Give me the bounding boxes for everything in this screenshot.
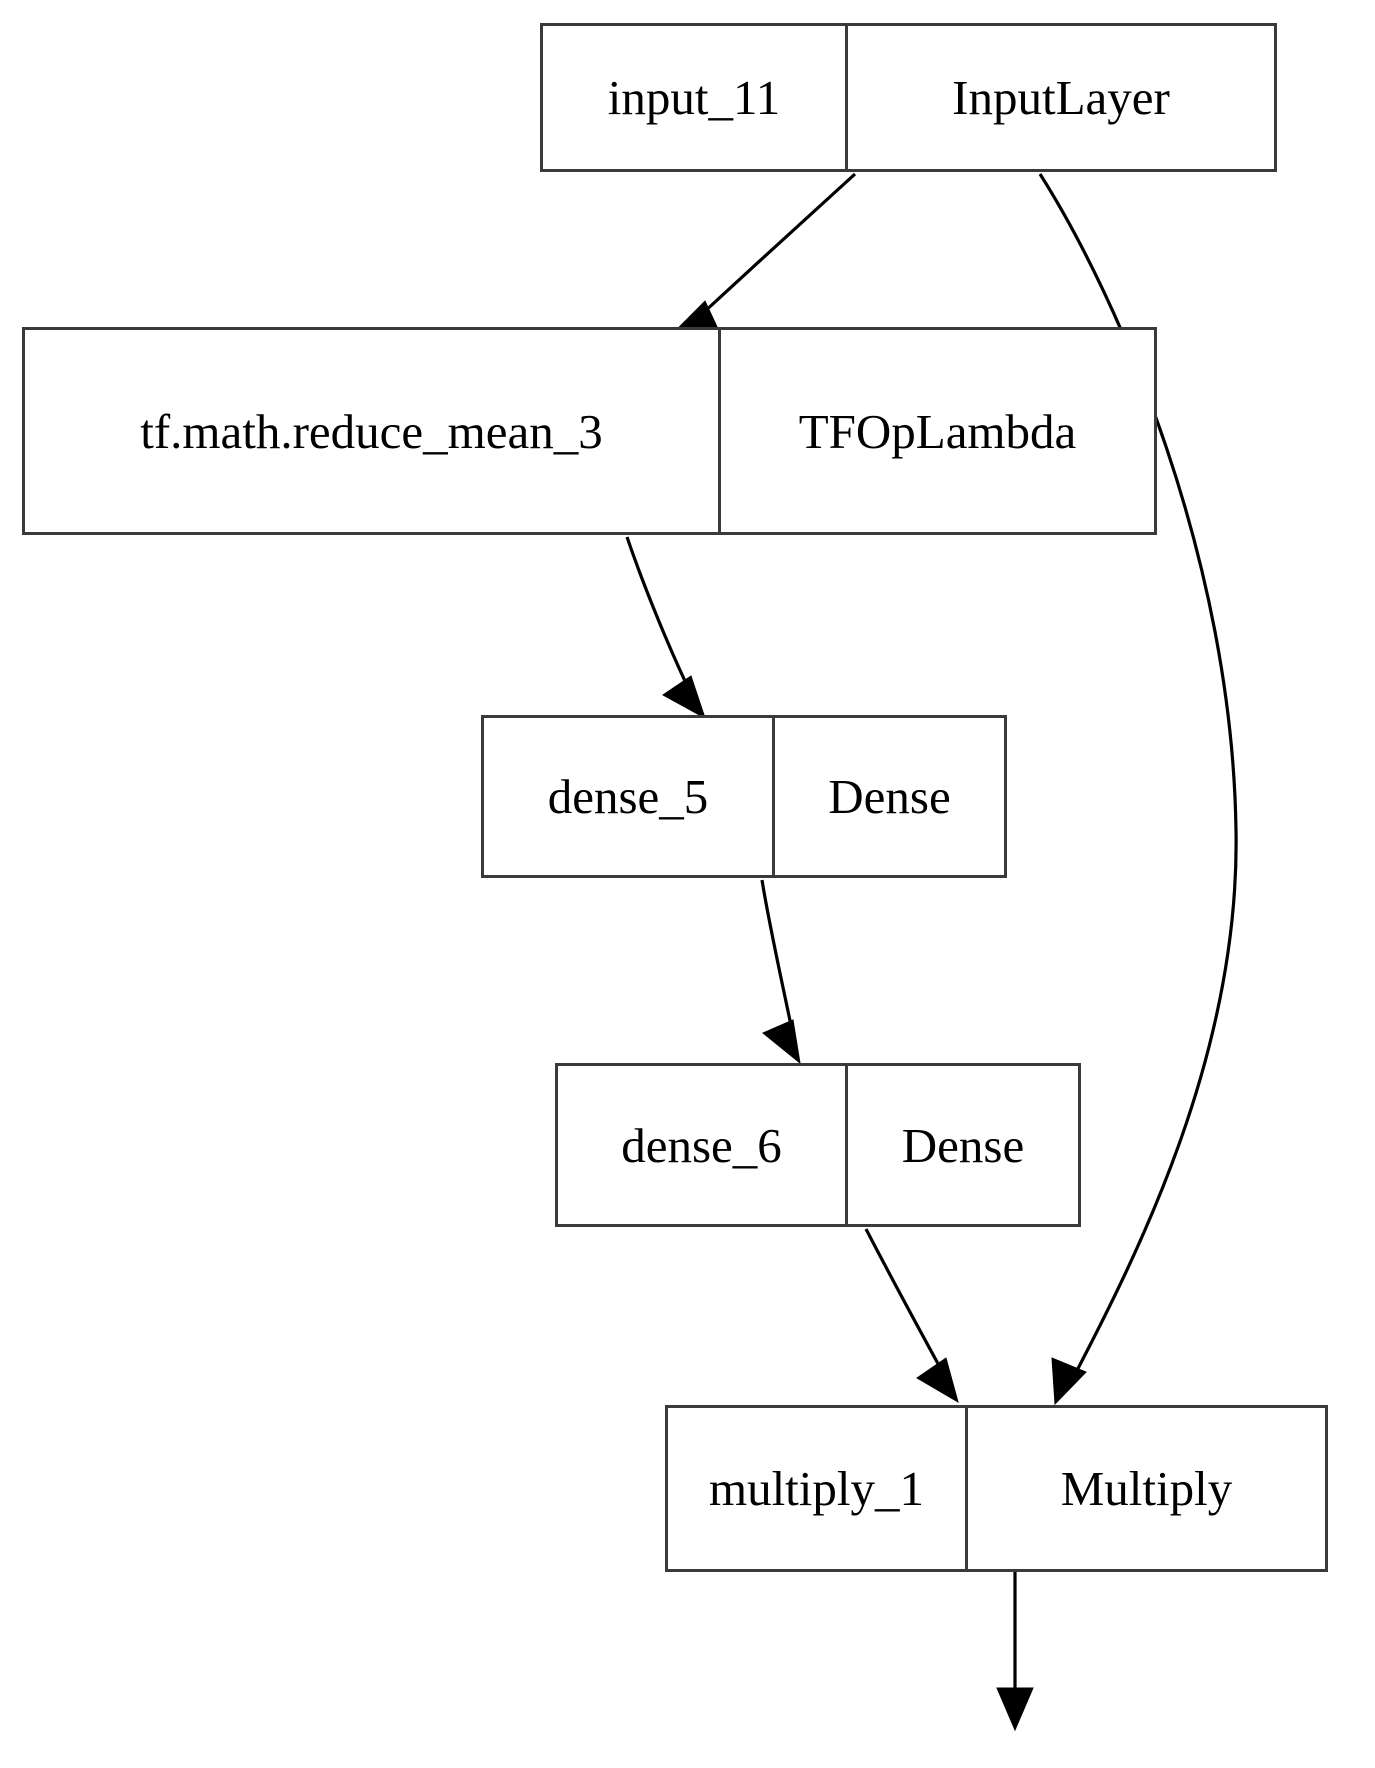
node-dense-5-name: dense_5 <box>484 718 775 875</box>
node-multiply-1-type: Multiply <box>1060 1461 1233 1516</box>
edge-dense5-to-dense6 <box>760 879 801 1065</box>
edge-reducemean-to-dense5 <box>625 536 706 720</box>
node-tf-math-reduce-mean-3-name: tf.math.reduce_mean_3 <box>25 330 721 532</box>
node-input-11-type: InputLayer <box>952 70 1170 125</box>
node-dense-6-type: Dense <box>901 1117 1025 1173</box>
edge-input11-to-reducemean <box>666 172 857 340</box>
node-multiply-1[interactable]: multiply_1 Multiply <box>665 1405 1328 1572</box>
edge-input11-to-multiply <box>1038 173 1238 1406</box>
node-tf-math-reduce-mean-3-type: TFOpLambda <box>798 403 1077 459</box>
edge-multiply-to-output <box>996 1572 1034 1732</box>
edge-dense6-to-multiply <box>864 1228 959 1404</box>
node-tf-math-reduce-mean-3[interactable]: tf.math.reduce_mean_3 TFOpLambda <box>22 327 1157 535</box>
node-multiply-1-name: multiply_1 <box>668 1408 968 1569</box>
node-input-11[interactable]: input_11 InputLayer <box>540 23 1277 172</box>
node-dense-6-name: dense_6 <box>558 1066 848 1224</box>
node-dense-5[interactable]: dense_5 Dense <box>481 715 1007 878</box>
node-dense-6[interactable]: dense_6 Dense <box>555 1063 1081 1227</box>
node-input-11-name: input_11 <box>543 26 848 169</box>
node-dense-5-type: Dense <box>828 769 951 824</box>
